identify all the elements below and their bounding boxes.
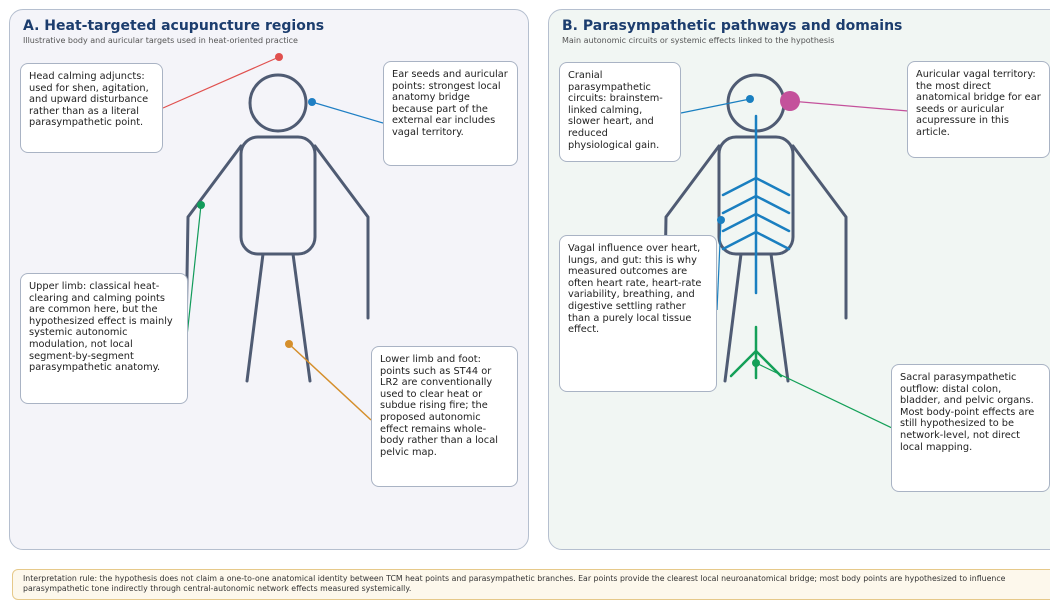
upper-limb-point-marker bbox=[197, 201, 205, 209]
auricular-point-marker bbox=[780, 91, 800, 111]
vagal-point-marker bbox=[717, 216, 725, 224]
connector-lower-limb bbox=[285, 340, 371, 420]
body-b-left-leg bbox=[725, 254, 741, 381]
callout-head-calming: Head calming adjuncts: used for shen, ag… bbox=[20, 63, 163, 153]
connector-head bbox=[163, 53, 283, 108]
body-a-head bbox=[250, 75, 306, 131]
body-a-left-leg bbox=[247, 254, 263, 381]
callout-cranial-circuits: Cranial parasympathetic circuits: brains… bbox=[559, 62, 681, 162]
callout-auricular-vagal: Auricular vagal territory: the most dire… bbox=[907, 61, 1050, 158]
connector-auricular bbox=[780, 91, 908, 111]
callout-ear-seeds: Ear seeds and auricular points: stronges… bbox=[383, 61, 518, 166]
body-a-left-arm bbox=[186, 146, 241, 336]
lower-limb-point-marker bbox=[285, 340, 293, 348]
body-a-right-arm bbox=[315, 146, 368, 318]
vagal-pathway bbox=[723, 116, 789, 293]
sacral-pathway bbox=[731, 327, 781, 378]
connector-ear bbox=[308, 98, 383, 123]
cranial-point-marker bbox=[746, 95, 754, 103]
callout-sacral-outflow: Sacral parasympathetic outflow: distal c… bbox=[891, 364, 1050, 492]
body-b-right-arm bbox=[793, 146, 846, 318]
body-b-right-leg bbox=[771, 254, 788, 381]
interpretation-rule-note: Interpretation rule: the hypothesis does… bbox=[12, 569, 1050, 600]
callout-lower-limb: Lower limb and foot: points such as ST44… bbox=[371, 346, 518, 487]
ear-point-marker bbox=[308, 98, 316, 106]
callout-upper-limb: Upper limb: classical heat-clearing and … bbox=[20, 273, 188, 404]
connector-cranial bbox=[681, 95, 754, 113]
head-point-marker bbox=[275, 53, 283, 61]
body-figure-a bbox=[186, 75, 368, 381]
callout-vagal-influence: Vagal influence over heart, lungs, and g… bbox=[559, 235, 717, 392]
connector-upper-limb bbox=[187, 201, 205, 336]
sacral-point-marker bbox=[752, 359, 760, 367]
body-a-torso bbox=[241, 137, 315, 254]
